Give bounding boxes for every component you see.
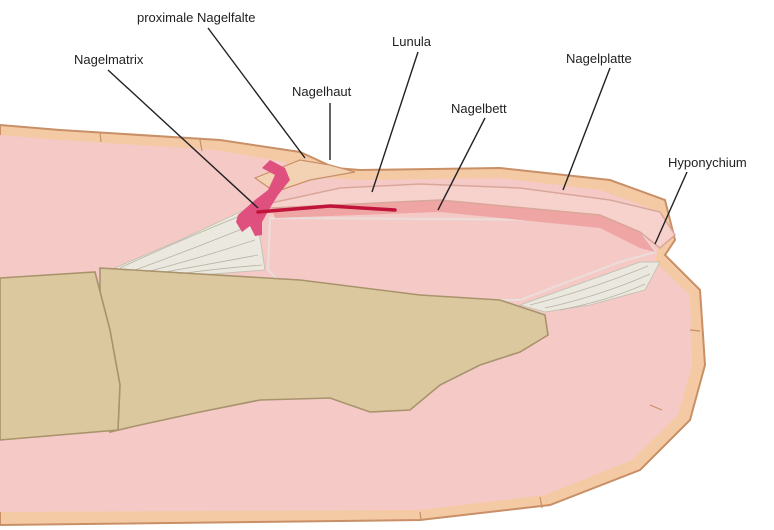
label-hyponychium: Hyponychium [668,155,747,170]
label-proximal-nail-fold: proximale Nagelfalte [137,10,256,25]
label-cuticle: Nagelhaut [292,84,352,99]
label-nail-plate: Nagelplatte [566,51,632,66]
label-lunula: Lunula [392,34,432,49]
leader-proximal-fold [208,28,305,158]
leader-nail-plate [563,68,610,190]
label-nail-matrix: Nagelmatrix [74,52,144,67]
label-nail-bed: Nagelbett [451,101,507,116]
